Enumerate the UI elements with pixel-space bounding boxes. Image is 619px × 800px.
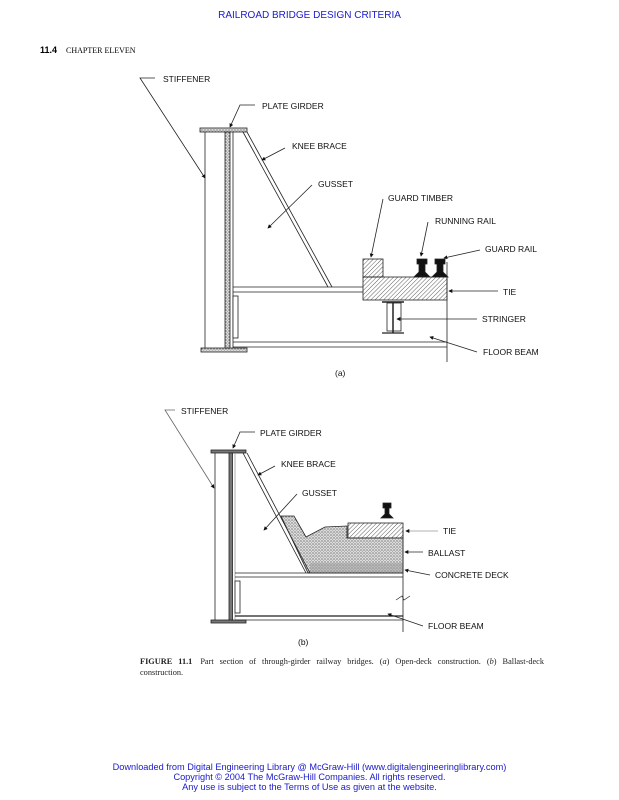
web	[228, 452, 233, 621]
label-plate-girder-a: PLATE GIRDER	[262, 101, 324, 111]
label-guard-timber: GUARD TIMBER	[388, 193, 453, 203]
top-flange	[210, 449, 247, 454]
label-stringer: STRINGER	[482, 314, 526, 324]
chapter-title: CHAPTER ELEVEN	[66, 46, 136, 55]
label-stiffener-a: STIFFENER	[163, 74, 210, 84]
label-running-rail: RUNNING RAIL	[435, 216, 496, 226]
label-tie-a: TIE	[503, 287, 517, 297]
label-guard-rail: GUARD RAIL	[485, 244, 537, 254]
label-gusset-b: GUSSET	[302, 488, 337, 498]
concrete-deck	[310, 563, 403, 573]
tie	[347, 522, 404, 539]
stringer	[386, 302, 402, 332]
sublabel-a: (a)	[335, 368, 346, 378]
label-floor-beam-a: FLOOR BEAM	[483, 347, 539, 357]
page-number: 11.4	[40, 45, 58, 55]
bottom-flange	[200, 347, 248, 353]
guard-timber	[362, 258, 384, 278]
rail	[380, 502, 394, 519]
label-concrete-deck: CONCRETE DECK	[435, 570, 509, 580]
diagram-open-deck	[139, 77, 498, 362]
label-knee-brace-b: KNEE BRACE	[281, 459, 336, 469]
sublabel-b: (b)	[298, 637, 309, 647]
footer-terms[interactable]: Any use is subject to the Terms of Use a…	[182, 782, 437, 792]
label-stiffener-b: STIFFENER	[181, 406, 228, 416]
footer-download-link[interactable]: Downloaded from Digital Engineering Libr…	[112, 762, 507, 772]
diagram-ballast-deck	[164, 409, 438, 632]
label-tie-b: TIE	[443, 526, 457, 536]
label-knee-brace-a: KNEE BRACE	[292, 141, 347, 151]
footer-copyright: Copyright © 2004 The McGraw-Hill Compani…	[173, 772, 446, 782]
label-ballast: BALLAST	[428, 548, 465, 558]
guard-rail	[431, 258, 449, 278]
web	[224, 131, 231, 349]
bottom-flange	[210, 619, 247, 624]
running-title: RAILROAD BRIDGE DESIGN CRITERIA	[218, 10, 401, 21]
label-floor-beam-b: FLOOR BEAM	[428, 621, 484, 631]
tie	[362, 276, 448, 301]
figure-number: FIGURE 11.1	[140, 657, 193, 666]
running-rail	[413, 258, 431, 278]
top-flange	[199, 127, 248, 133]
label-gusset-a: GUSSET	[318, 179, 353, 189]
label-plate-girder-b: PLATE GIRDER	[260, 428, 322, 438]
